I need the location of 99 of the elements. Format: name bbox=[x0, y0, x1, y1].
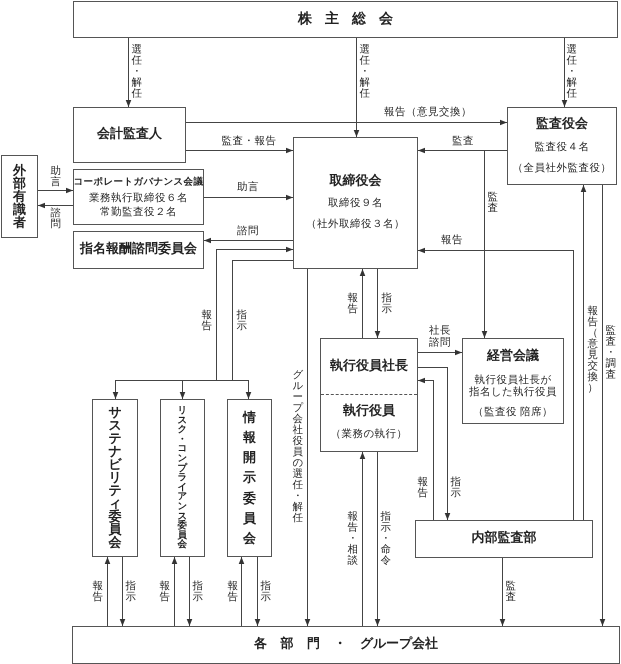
box-title: 各 部 門 ・ グループ会社 bbox=[254, 638, 438, 652]
box-text: 取締役９名 bbox=[328, 196, 383, 210]
edge-label: 指示・命令 bbox=[380, 511, 392, 567]
box-title: 指名報酬諮問委員会 bbox=[80, 242, 197, 258]
arrow bbox=[216, 246, 294, 381]
arrow bbox=[500, 558, 506, 626]
organization-box bbox=[72, 626, 620, 664]
organization-box bbox=[320, 338, 418, 452]
box-title: 取締役会 bbox=[330, 174, 382, 190]
edge-label: 報告 bbox=[92, 580, 104, 604]
arrow bbox=[38, 202, 74, 208]
edge-label: 報告 bbox=[346, 292, 360, 316]
edge-label: 指示 bbox=[450, 476, 462, 500]
arrow bbox=[418, 248, 574, 520]
edge-label: 諮問 bbox=[237, 226, 259, 238]
edge-label: 助言 bbox=[237, 182, 259, 194]
box-text: 常勤監査役２名 bbox=[100, 206, 177, 218]
organization-box bbox=[73, 169, 204, 225]
arrow bbox=[186, 556, 192, 626]
arrow bbox=[418, 350, 462, 356]
edge-label: グループ会社役員の選任・解任 bbox=[292, 370, 304, 524]
edge-label: 監査 bbox=[486, 192, 500, 214]
arrow bbox=[580, 184, 586, 520]
organization-box bbox=[73, 1, 618, 38]
box-text: 業務執行取締役６名 bbox=[89, 192, 188, 204]
box-title: 経営会議 bbox=[487, 350, 539, 364]
box-text: （監査役 陪席） bbox=[472, 406, 554, 418]
organization-box bbox=[92, 399, 138, 557]
arrow bbox=[238, 556, 244, 626]
arrow bbox=[204, 238, 294, 244]
arrow bbox=[38, 188, 74, 194]
edge-label: 助言 bbox=[50, 166, 62, 188]
edge-label: 監査・報告 bbox=[222, 136, 276, 148]
organization-box bbox=[160, 399, 205, 557]
organization-box bbox=[462, 338, 564, 424]
edge-label: 指示 bbox=[192, 580, 204, 604]
arrow bbox=[354, 38, 360, 138]
box-text: （社外取締役３名） bbox=[306, 218, 405, 230]
arrow bbox=[600, 184, 606, 626]
box-title: 監査役会 bbox=[536, 118, 588, 132]
edge-label: 報告 bbox=[226, 580, 240, 604]
edge-label: 監査 bbox=[504, 580, 518, 604]
edge-label: 選任・解任 bbox=[130, 44, 144, 100]
arrow bbox=[374, 452, 380, 626]
box-title: 外部有識者 bbox=[12, 164, 27, 230]
edge-label: 報告 bbox=[158, 580, 172, 604]
edge-label: 報告（意見交換） bbox=[384, 107, 472, 119]
organization-box bbox=[1, 155, 38, 238]
arrow bbox=[186, 148, 294, 154]
arrow bbox=[126, 38, 132, 108]
arrow bbox=[172, 556, 178, 626]
arrow bbox=[374, 268, 380, 338]
edge-label: 報告（意見交換） bbox=[586, 306, 600, 394]
arrow bbox=[418, 367, 450, 520]
organization-box bbox=[73, 231, 204, 269]
arrow bbox=[254, 556, 260, 626]
box-title: 株主総会 bbox=[298, 10, 406, 28]
box-title: 内部監査部 bbox=[472, 532, 536, 546]
arrow bbox=[120, 556, 126, 626]
edge-label: 指示 bbox=[260, 580, 272, 604]
arrow bbox=[418, 378, 434, 520]
edge-label: 選任・解任 bbox=[358, 44, 372, 100]
edge-label: 指示 bbox=[236, 310, 248, 332]
box-text: 監査役４名 bbox=[534, 140, 590, 154]
organization-box bbox=[415, 520, 593, 558]
box-text: （業務の執行） bbox=[330, 428, 408, 440]
box-title: リスク・コンプライアンス委員会 bbox=[176, 406, 188, 550]
arrow bbox=[304, 268, 310, 626]
organization-box bbox=[227, 399, 272, 557]
arrow bbox=[204, 194, 294, 200]
edge-label: 指示 bbox=[380, 292, 394, 316]
edge-label: 社長諮問 bbox=[429, 325, 451, 349]
organization-box bbox=[507, 107, 617, 185]
box-title: 執行役員社長 bbox=[330, 360, 408, 374]
arrow bbox=[360, 268, 366, 338]
edge-label: 選任・解任 bbox=[566, 44, 578, 100]
edge-label: 諮問 bbox=[50, 208, 62, 230]
edge-label: 報告 bbox=[200, 310, 214, 332]
arrow bbox=[482, 150, 508, 338]
box-title: 情報開示委員会 bbox=[242, 410, 257, 548]
connector-line bbox=[232, 260, 294, 381]
edge-label: 指示 bbox=[124, 580, 138, 604]
arrow bbox=[186, 120, 508, 126]
edge-label: 監査・調査 bbox=[604, 325, 618, 381]
box-title: 会計監査人 bbox=[97, 128, 162, 142]
edge-label: 報告・相談 bbox=[346, 511, 360, 567]
edge-label: 報告 bbox=[441, 235, 463, 247]
arrow bbox=[562, 38, 568, 108]
arrow bbox=[104, 556, 110, 626]
edge-label: 報告 bbox=[416, 476, 430, 500]
arrow bbox=[360, 452, 366, 626]
box-title: 執行役員 bbox=[343, 404, 395, 420]
organization-box bbox=[73, 107, 186, 163]
box-text: 執行役員社長が指名した執行役員 bbox=[469, 374, 557, 398]
box-text: （全員社外監査役） bbox=[512, 162, 612, 174]
organization-box bbox=[293, 137, 418, 269]
edge-label: 監査 bbox=[452, 136, 474, 148]
box-title: サステナビリティ委員会 bbox=[107, 406, 123, 550]
box-title: コーポレートガバナンス会議 bbox=[74, 178, 204, 188]
